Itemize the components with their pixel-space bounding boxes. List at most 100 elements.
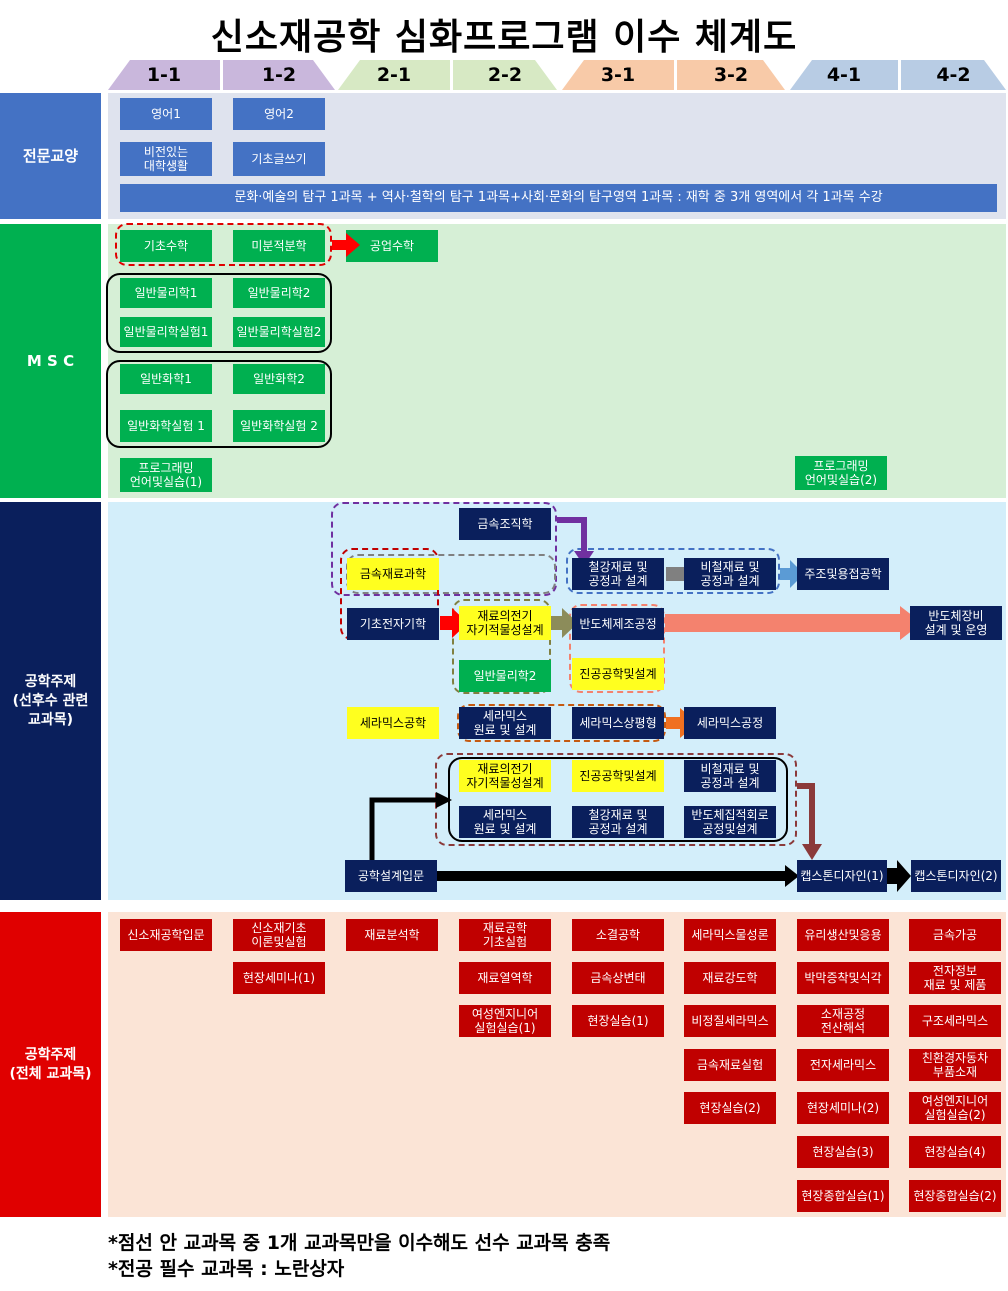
course-physics1: 일반물리학1	[120, 278, 212, 308]
course-intro-design: 공학설계입문	[345, 860, 437, 892]
course-casting-welding: 주조및용접공학	[797, 558, 889, 590]
course-all-4-1: 현장실습(3)	[797, 1136, 889, 1168]
course-english2: 영어2	[233, 98, 325, 130]
footnote-required: *전공 필수 교과목 : 노란상자	[108, 1258, 345, 1280]
arrow-intro-to-group-head	[436, 792, 452, 808]
footnote-dashed: *점선 안 교과목 중 1개 교과목만을 이수해도 선수 교과목 충족	[108, 1232, 611, 1254]
course-basic-math: 기초수학	[120, 230, 212, 262]
course-ic-group: 반도체집적회로 공정및설계	[684, 806, 776, 838]
course-semi-equipment: 반도체장비 설계 및 운영	[910, 606, 1002, 640]
course-all-1-2: 신소재기초 이론및실험	[233, 919, 325, 951]
steel-dashed-group	[566, 548, 780, 594]
arrow-capstone1-to-capstone2	[887, 860, 911, 892]
course-metal-science: 금속재료과학	[347, 558, 439, 590]
course-metal-structure: 금속조직학	[459, 508, 551, 540]
category-msc: M S C	[0, 224, 101, 498]
page-title: 신소재공학 심화프로그램 이수 체계도	[210, 17, 798, 58]
course-nonferrous: 비철재료 및 공정과 설계	[684, 558, 776, 590]
course-all-3-2: 비정질세라믹스	[684, 1005, 776, 1037]
course-physics-lab1: 일반물리학실험1	[120, 317, 212, 347]
course-physics-lab2: 일반물리학실험2	[233, 317, 325, 347]
course-electromagnetic-group: 재료의전기 자기적물성설계	[459, 760, 551, 792]
course-ceramic-raw-group: 세라믹스 원료 및 설계	[459, 806, 551, 838]
course-programming2: 프로그래밍 언어및실습(2)	[795, 456, 887, 490]
semester-tab-3-1: 3-1	[562, 60, 674, 90]
course-all-4-1: 유리생산및응용	[797, 919, 889, 951]
course-ceramics: 세라믹스공학	[347, 707, 439, 739]
metal-dashed-group	[331, 502, 557, 596]
course-all-3-2: 재료강도학	[684, 962, 776, 994]
semester-tab-4-1: 4-1	[790, 60, 898, 90]
course-ceramic-raw: 세라믹스 원료 및 설계	[459, 707, 551, 739]
course-all-4-2: 현장실습(4)	[909, 1136, 1001, 1168]
course-college-life: 비전있는 대학생활	[120, 142, 212, 176]
semester-tab-3-2: 3-2	[677, 60, 785, 90]
arrow-calculus-to-engmath	[332, 233, 360, 257]
course-all-3-1: 소결공학	[572, 919, 664, 951]
course-calculus: 미분적분학	[233, 230, 325, 262]
course-all-4-2: 구조세라믹스	[909, 1005, 1001, 1037]
course-physics2: 일반물리학2	[233, 278, 325, 308]
course-semi-process: 반도체제조공정	[572, 608, 664, 640]
arrow-group-to-capstone	[797, 783, 815, 846]
semi-dashed-group	[569, 604, 665, 693]
category-prereq: 공학주제 (선후수 관련 교과목)	[0, 502, 101, 900]
course-all-1-1: 신소재공학입문	[120, 919, 212, 951]
course-all-4-1: 박막증착및식각	[797, 962, 889, 994]
course-all-3-1: 금속상변태	[572, 962, 664, 994]
semester-tab-2-1: 2-1	[338, 60, 450, 90]
course-capstone2: 캡스톤디자인(2)	[911, 860, 1001, 892]
arrow-electromagnetic-to-semi	[551, 608, 578, 638]
physics-group	[106, 273, 332, 353]
course-steel-process: 철강재료 및 공정과 설계	[572, 558, 664, 590]
course-all-4-1: 전자세라믹스	[797, 1049, 889, 1081]
course-all-1-2: 현장세미나(1)	[233, 962, 325, 994]
course-english1: 영어1	[120, 98, 212, 130]
course-basic-electro: 기초전자기학	[347, 608, 439, 640]
category-all: 공학주제 (전체 교과목)	[0, 912, 101, 1217]
math-dashed-group	[115, 223, 332, 266]
ceramic-dashed-group	[457, 704, 666, 742]
course-all-3-1: 현장실습(1)	[572, 1005, 664, 1037]
course-chem2: 일반화학2	[233, 364, 325, 394]
arrow-ceramic-phase-to-process	[666, 708, 698, 738]
course-capstone1: 캡스톤디자인(1)	[797, 860, 887, 892]
course-chem-lab2: 일반화학실험 2	[233, 410, 325, 442]
course-ceramic-process: 세라믹스공정	[684, 707, 776, 739]
semester-tab-2-2: 2-2	[453, 60, 557, 90]
course-all-4-1: 소재공정 전산해석	[797, 1005, 889, 1037]
course-chem1: 일반화학1	[120, 364, 212, 394]
arrow-basic-electro-to-electromagnetic	[440, 608, 468, 638]
semester-tab-1-2: 1-2	[223, 60, 335, 90]
course-all-4-1: 현장종합실습(1)	[797, 1180, 889, 1212]
course-all-4-2: 친환경자동차 부품소재	[909, 1049, 1001, 1081]
course-all-4-2: 현장종합실습(2)	[909, 1180, 1001, 1212]
arrow-group-to-capstone-head	[802, 844, 822, 860]
arrow-intro-to-group	[369, 797, 438, 860]
course-all-4-2: 여성엔지니어 실험실습(2)	[909, 1092, 1001, 1124]
course-all-3-2: 현장실습(2)	[684, 1092, 776, 1124]
course-nonferrous-group: 비철재료 및 공정과 설계	[684, 760, 776, 792]
course-ceramic-phase: 세라믹스상평형	[572, 707, 664, 739]
course-all-2-1: 재료분석학	[346, 919, 438, 951]
course-writing: 기초글쓰기	[233, 142, 325, 176]
semester-tab-1-1: 1-1	[108, 60, 220, 90]
course-all-3-2: 금속재료실험	[684, 1049, 776, 1081]
course-all-4-2: 전자정보 재료 및 제품	[909, 962, 1001, 994]
course-steel-group: 철강재료 및 공정과 설계	[572, 806, 664, 838]
electromagnetic-dashed-group	[452, 599, 551, 694]
course-electromagnetic: 재료의전기 자기적물성설계	[459, 606, 551, 640]
course-all-2-2: 재료공학 기초실험	[459, 919, 551, 951]
liberal-electives-banner: 문화·예술의 탐구 1과목 + 역사·철학의 탐구 1과목+사회·문화의 탐구영…	[120, 184, 997, 212]
semester-tab-4-2: 4-2	[901, 60, 1006, 90]
course-all-4-2: 금속가공	[909, 919, 1001, 951]
course-vacuum: 진공공학및설계	[572, 658, 664, 690]
arrow-intro-to-capstone	[437, 865, 799, 887]
course-chem-lab1: 일반화학실험 1	[120, 410, 212, 442]
course-vacuum-group: 진공공학및설계	[572, 760, 664, 792]
course-all-4-1: 현장세미나(2)	[797, 1092, 889, 1124]
course-programming1: 프로그래밍 언어및실습(1)	[120, 458, 212, 492]
category-liberal: 전문교양	[0, 93, 101, 219]
chemistry-group	[106, 360, 332, 448]
course-all-2-2: 재료열역학	[459, 962, 551, 994]
